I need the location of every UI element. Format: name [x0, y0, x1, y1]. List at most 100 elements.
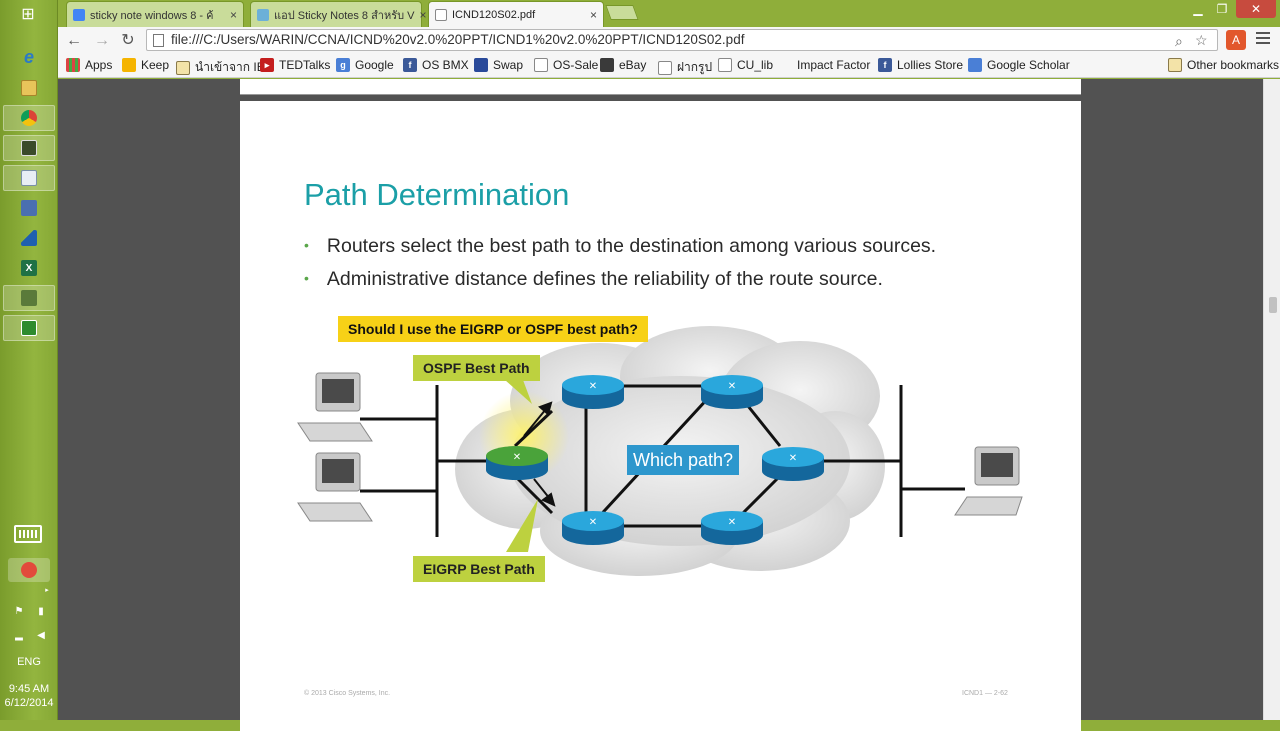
windows-start-icon[interactable]: ⊞ — [21, 6, 35, 23]
taskbar-notepad-button[interactable] — [3, 165, 55, 191]
router-top-left: ✕ — [562, 375, 624, 409]
scroll-thumb[interactable] — [1269, 297, 1277, 313]
close-window-button[interactable]: ✕ — [1236, 0, 1276, 18]
facebook-icon: f — [403, 58, 417, 72]
network-icon — [21, 200, 37, 216]
bookmark-label: นำเข้าจาก IE — [195, 60, 265, 74]
back-button[interactable]: ← — [66, 32, 82, 49]
bookmark-lollies-store[interactable]: f Lollies Store — [878, 58, 963, 72]
reload-button[interactable]: ↻ — [121, 32, 135, 49]
question-callout: Should I use the EIGRP or OSPF best path… — [338, 316, 648, 342]
google-icon: g — [336, 58, 350, 72]
taskbar-app-button[interactable] — [3, 225, 55, 251]
path-arrows — [523, 401, 556, 507]
pdf-viewer[interactable]: Path Determination • Routers select the b… — [58, 79, 1280, 731]
tab-pdf[interactable]: ICND120S02.pdf × — [428, 1, 604, 27]
taskbar-network-button[interactable] — [3, 195, 55, 221]
swap-icon — [474, 58, 488, 72]
tab-sticky-note-search[interactable]: sticky note windows 8 - ค้ × — [66, 1, 244, 27]
touch-keyboard-icon[interactable] — [14, 525, 42, 543]
volume-icon[interactable]: ◀ — [37, 630, 45, 641]
bookmark-label: Google — [355, 58, 394, 72]
bookmark-google-scholar[interactable]: Google Scholar — [968, 58, 1070, 72]
chrome-menu-icon[interactable] — [1256, 32, 1270, 46]
store-favicon — [257, 8, 269, 21]
bookmark-os-sale[interactable]: OS-Sale — [534, 58, 598, 72]
bookmark-upload[interactable]: ฝากรูป — [658, 58, 712, 77]
bookmark-import-ie[interactable]: นำเข้าจาก IE — [176, 58, 265, 77]
tab-title: ICND120S02.pdf — [452, 8, 536, 21]
pc-left-bottom — [297, 452, 373, 522]
taskbar-excel-button[interactable]: X — [3, 255, 55, 281]
apps-grid-icon — [66, 58, 80, 72]
forward-button[interactable]: → — [94, 32, 110, 49]
address-bar[interactable]: file:///C:/Users/WARIN/CCNA/ICND%20v2.0%… — [146, 29, 1218, 51]
bookmark-google[interactable]: g Google — [336, 58, 394, 72]
bookmark-label: eBay — [619, 58, 647, 72]
browser-window: sticky note windows 8 - ค้ × แอป Sticky … — [58, 0, 1280, 731]
search-icon[interactable]: ⌕ — [1175, 33, 1183, 49]
tab-strip: sticky note windows 8 - ค้ × แอป Sticky … — [58, 0, 1280, 27]
router-bottom-right: ✕ — [701, 511, 763, 545]
taskbar-explorer-button[interactable] — [3, 75, 55, 101]
taskbar-paint-button[interactable] — [3, 285, 55, 311]
taskbar: ⊞ e X ▸ ⚑ ▮ ▂ ◀ ENG 9:45 AM 6/12/2014 — [0, 0, 58, 720]
power-icon[interactable]: ▮ — [38, 606, 44, 617]
url-text: file:///C:/Users/WARIN/CCNA/ICND%20v2.0%… — [171, 32, 745, 47]
other-bookmarks[interactable]: Other bookmarks — [1168, 58, 1279, 72]
clock[interactable]: 9:45 AM 6/12/2014 — [0, 682, 58, 710]
page-icon — [658, 60, 672, 75]
copyright-footer: © 2013 Cisco Systems, Inc. — [304, 690, 391, 697]
bookmark-apps[interactable]: Apps — [66, 58, 112, 72]
tab-close-icon[interactable]: × — [229, 7, 237, 22]
taskbar-ie-button[interactable]: e — [3, 44, 55, 70]
router-right: ✕ — [762, 447, 824, 481]
vertical-scrollbar[interactable] — [1263, 79, 1280, 720]
svg-text:✕: ✕ — [589, 517, 597, 528]
network-signal-icon[interactable]: ▂ — [15, 630, 23, 641]
restore-button[interactable]: ❐ — [1216, 2, 1228, 16]
language-indicator[interactable]: ENG — [17, 656, 41, 668]
bookmark-label: Other bookmarks — [1187, 58, 1280, 72]
eigrp-best-path-label: EIGRP Best Path — [413, 556, 545, 582]
tray-chrome-icon[interactable] — [8, 558, 50, 582]
show-hidden-icons-arrow[interactable]: ▸ — [45, 587, 49, 594]
powerpoint-icon — [21, 140, 37, 156]
slide-title: Path Determination — [304, 177, 570, 212]
new-tab-button[interactable] — [605, 5, 639, 20]
bookmark-star-icon[interactable]: ☆ — [1195, 32, 1208, 48]
ted-icon: ▸ — [260, 58, 274, 72]
paint-icon — [21, 290, 37, 306]
ie-icon: e — [23, 46, 34, 67]
bookmark-cu-lib[interactable]: CU_lib — [718, 58, 773, 72]
bookmark-ebay[interactable]: eBay — [600, 58, 646, 72]
app-icon — [21, 230, 37, 246]
facebook-icon: f — [878, 58, 892, 72]
taskbar-powerpoint-button[interactable] — [3, 135, 55, 161]
minimize-button[interactable]: ▁ — [1193, 2, 1203, 16]
svg-text:✕: ✕ — [589, 381, 597, 392]
bookmark-swap[interactable]: Swap — [474, 58, 523, 72]
chrome-notification-icon — [21, 562, 37, 578]
bookmark-keep[interactable]: Keep — [122, 58, 169, 72]
tab-close-icon[interactable]: × — [589, 7, 597, 22]
tab-close-icon[interactable]: × — [419, 7, 427, 22]
router-bottom-left: ✕ — [562, 511, 624, 545]
clock-date: 6/12/2014 — [4, 697, 54, 709]
router-source-selected: ✕ — [486, 446, 548, 480]
taskbar-chrome-button[interactable] — [3, 105, 55, 131]
extension-icon[interactable]: A — [1226, 30, 1246, 50]
pc-left-top — [297, 372, 373, 442]
bullet-text: Routers select the best path to the dest… — [326, 235, 937, 257]
bookmark-impact-factor[interactable]: Impact Factor — [797, 58, 870, 72]
bullet-dot: • — [304, 270, 309, 286]
bookmark-label: Impact Factor — [797, 58, 871, 72]
action-center-flag-icon[interactable]: ⚑ — [14, 606, 24, 617]
bookmark-label: OS-Sale — [553, 58, 599, 72]
bookmark-os-bmx[interactable]: f OS BMX — [403, 58, 469, 72]
taskbar-excel2-button[interactable] — [3, 315, 55, 341]
bookmark-label: Swap — [493, 58, 524, 72]
bookmark-tedtalks[interactable]: ▸ TEDTalks — [260, 58, 330, 72]
ospf-best-path-label: OSPF Best Path — [413, 355, 540, 381]
tab-sticky-notes-app[interactable]: แอป Sticky Notes 8 สำหรับ V × — [250, 1, 427, 27]
